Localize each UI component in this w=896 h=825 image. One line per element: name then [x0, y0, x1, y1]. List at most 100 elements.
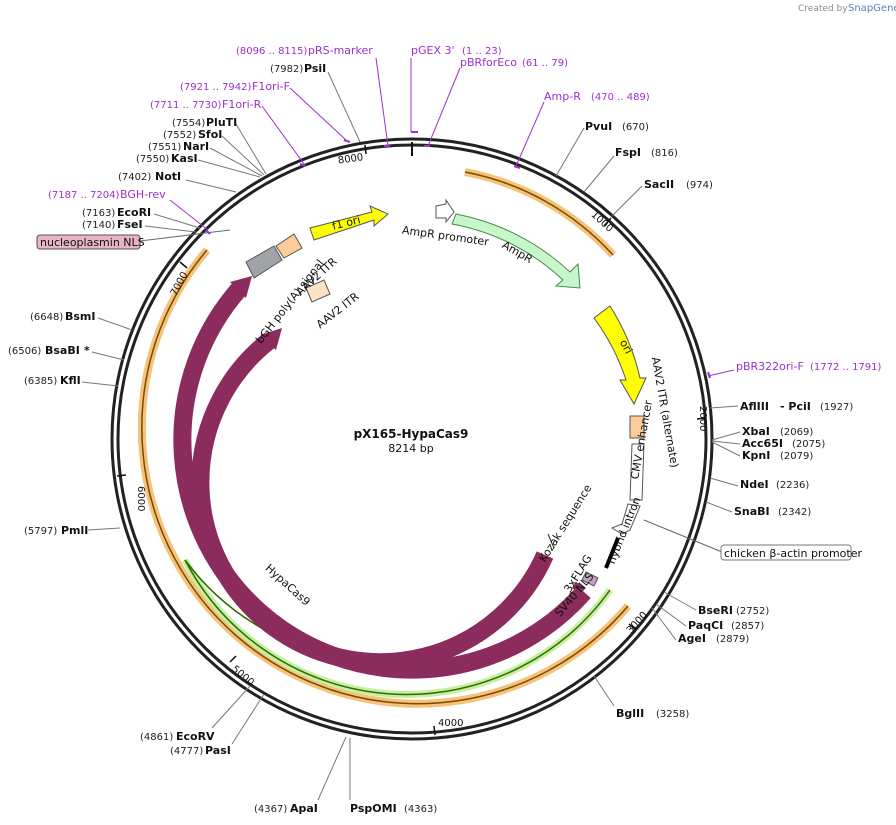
- tick-7000: [179, 261, 188, 269]
- enzyme-leader-bseri: [663, 591, 697, 611]
- enzyme-name-xbai: XbaI: [742, 425, 770, 438]
- primer-range-bgh: (7187 .. 7204): [48, 190, 120, 201]
- primer-leader-pbr: [427, 67, 461, 147]
- enzyme-pos-apai: (4367): [254, 804, 287, 815]
- cmv-enhancer-box: [629, 443, 645, 501]
- primer-name-f1r: F1ori-R: [222, 98, 262, 111]
- tick-label-4000: 4000: [438, 718, 463, 729]
- enzyme-leader-fsei: [144, 225, 197, 233]
- enzyme-pos-bsmi: (6648): [30, 312, 63, 323]
- primer-range-pbr: (61 .. 79): [522, 58, 568, 69]
- enzyme-leader-sfoi: [221, 135, 265, 176]
- created-by-label: Created by: [798, 4, 848, 14]
- enzyme-pos-pasi: (4777): [170, 746, 203, 757]
- aav2-itr-box-1: [275, 233, 303, 259]
- enzyme-name-kasi: KasI: [171, 152, 198, 165]
- enzyme-name-apai: ApaI: [290, 802, 318, 815]
- primer-leader-ampr: [515, 101, 545, 167]
- band-green-end: [184, 559, 266, 631]
- backbone-outer: [110, 137, 714, 741]
- plasmid-name: pX165-HypaCas9: [354, 427, 469, 441]
- primer-leader-bgh: [169, 199, 209, 231]
- enzyme-pos-agei: (2879): [716, 634, 749, 645]
- enzyme-leader-ecori: [153, 213, 201, 229]
- primer-mark-bgh: [205, 229, 211, 235]
- enzyme-leader-apai: [317, 736, 347, 801]
- enzyme-mark-bsabi: *: [84, 344, 90, 357]
- enzyme-pos-ecori: (7163): [82, 208, 115, 219]
- enzyme-name-kpni: KpnI: [742, 449, 770, 462]
- hybrid-intron-bar: [604, 537, 620, 569]
- ampr-arrow: [451, 213, 581, 289]
- aav2-itr-box-2: [305, 279, 331, 303]
- enzyme-name-paqci: PaqCI: [688, 619, 723, 632]
- enzyme-leader-acc65i: [711, 440, 741, 445]
- enzyme-name-bglii: BglII: [616, 707, 644, 720]
- enzyme-name-bseri: BseRI: [698, 604, 733, 617]
- primer-leader-f1f: [289, 87, 347, 141]
- primer-range-f1f: (7921 .. 7942): [180, 82, 252, 93]
- primer-leader-prs: [375, 57, 389, 147]
- enzyme-leader-bsabi: [91, 351, 125, 361]
- enzyme-name-ndei: NdeI: [740, 478, 769, 491]
- enzyme-name-pasi: PasI: [205, 744, 231, 757]
- enzyme-leader-xbai: [711, 431, 741, 441]
- chicken-promoter-leader: [643, 519, 723, 553]
- enzyme-name-pspomi: PspOMI: [350, 802, 397, 815]
- tick-5000: [229, 655, 237, 663]
- enzyme-leader-kpni: [711, 441, 741, 457]
- enzyme-pos-pmli: (5797): [24, 526, 57, 537]
- band-ampr-outer-line: [464, 171, 614, 256]
- primer-leader-pbr322: [707, 369, 735, 377]
- enzyme-leader-pluti: [235, 123, 267, 175]
- enzyme-name-pcii: - PciI: [780, 400, 811, 413]
- enzyme-pos-ndei: (2236): [776, 480, 809, 491]
- enzyme-name-ecorv: EcoRV: [176, 730, 215, 743]
- enzyme-pos-pluti: (7554): [172, 118, 205, 129]
- band-orange-main-line: [141, 249, 629, 705]
- enzyme-pos-acc65i: (2075): [792, 439, 825, 450]
- enzyme-pos-bglii: (3258): [656, 709, 689, 720]
- cas9-arrowhead: [260, 328, 282, 350]
- tick-1000: [603, 217, 612, 227]
- enzyme-pos-kfli: (6385): [24, 376, 57, 387]
- chicken-promoter-label: chicken β-actin promoter: [724, 547, 862, 560]
- enzyme-pos-nari: (7551): [148, 142, 181, 153]
- bgh-box: [245, 245, 283, 279]
- ori-label: ori: [617, 337, 635, 356]
- enzyme-leader-bsmi: [97, 317, 133, 331]
- enzyme-name-noti: NotI: [155, 170, 181, 183]
- primer-range-prs: (8096 .. 8115): [236, 46, 308, 57]
- enzyme-leader-snabi: [705, 501, 733, 513]
- primer-range-pgex: (1 .. 23): [462, 46, 502, 57]
- primer-mark-ampr: [513, 165, 521, 169]
- tick-label-3000: 3000: [625, 610, 650, 636]
- tick-4000: [433, 725, 436, 736]
- enzyme-leader-fspi: [583, 155, 615, 193]
- enzyme-leader-paqci: [655, 603, 687, 627]
- enzyme-pos-sfoi: (7552): [163, 130, 196, 141]
- enzyme-leader-kasi: [197, 159, 261, 178]
- chicken-promoter-box[interactable]: [720, 544, 852, 561]
- tick-label-2000: 2000: [697, 406, 708, 431]
- enzyme-name-bsmi: BsmI: [65, 310, 96, 323]
- tick-label-6000: 6000: [135, 486, 146, 511]
- enzyme-pos-pspomi: (4363): [404, 804, 437, 815]
- kozak-pointer: [547, 533, 555, 549]
- tick-6000: [116, 474, 127, 477]
- enzyme-name-ecori: EcoRI: [117, 206, 151, 219]
- flag-marker: [581, 571, 599, 587]
- enzyme-pos-noti: (7402): [118, 172, 151, 183]
- primer-range-pbr322: (1772 .. 1791): [810, 362, 882, 373]
- aav2-itr-alt-box: [629, 415, 645, 439]
- f1-ori-label: f1 ori: [331, 213, 362, 233]
- enzyme-name-bsabi: BsaBI: [45, 344, 80, 357]
- nucleoplasmin-box[interactable]: [36, 234, 141, 250]
- primer-name-pbr322: pBR322ori-F: [736, 360, 804, 373]
- enzyme-pos-sacii: (974): [686, 180, 713, 191]
- enzyme-leader-afliii: [709, 405, 739, 409]
- snapgene-logo: SnapGene: [848, 3, 896, 14]
- enzyme-pos-xbai: (2069): [780, 427, 813, 438]
- primer-name-ampr: Amp-R: [544, 90, 581, 103]
